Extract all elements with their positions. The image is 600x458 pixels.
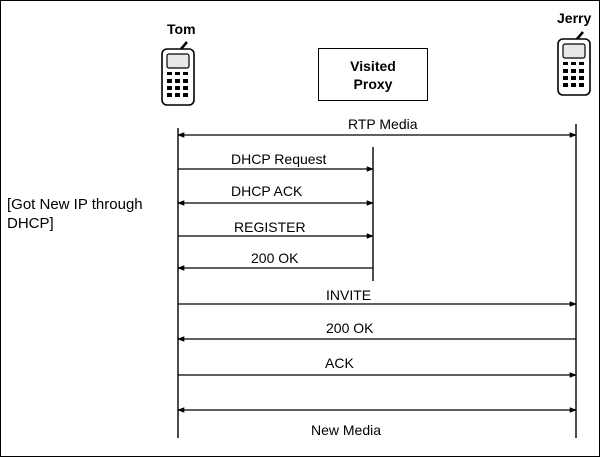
message-label: ACK [325,355,354,371]
mobile-phone-icon [557,31,591,96]
proxy-label-line-1: Visited [350,57,396,74]
message-label: 200 OK [326,320,374,336]
proxy-label-line-2: Proxy [353,75,393,92]
message-label: DHCP Request [231,151,327,167]
message-label: RTP Media [348,116,418,132]
message-label: REGISTER [234,219,306,235]
participant-jerry-label: Jerry [557,10,592,26]
participant-tom-label: Tom [167,21,196,37]
message-label: 200 OK [251,250,299,266]
mobile-phone-icon [161,41,195,106]
message-label: New Media [311,422,382,438]
message-label: INVITE [326,287,372,303]
message-label: DHCP ACK [231,183,303,199]
dhcp-note: [Got New IP through DHCP] [7,196,143,232]
visited-proxy-box: Visited Proxy [318,48,428,101]
